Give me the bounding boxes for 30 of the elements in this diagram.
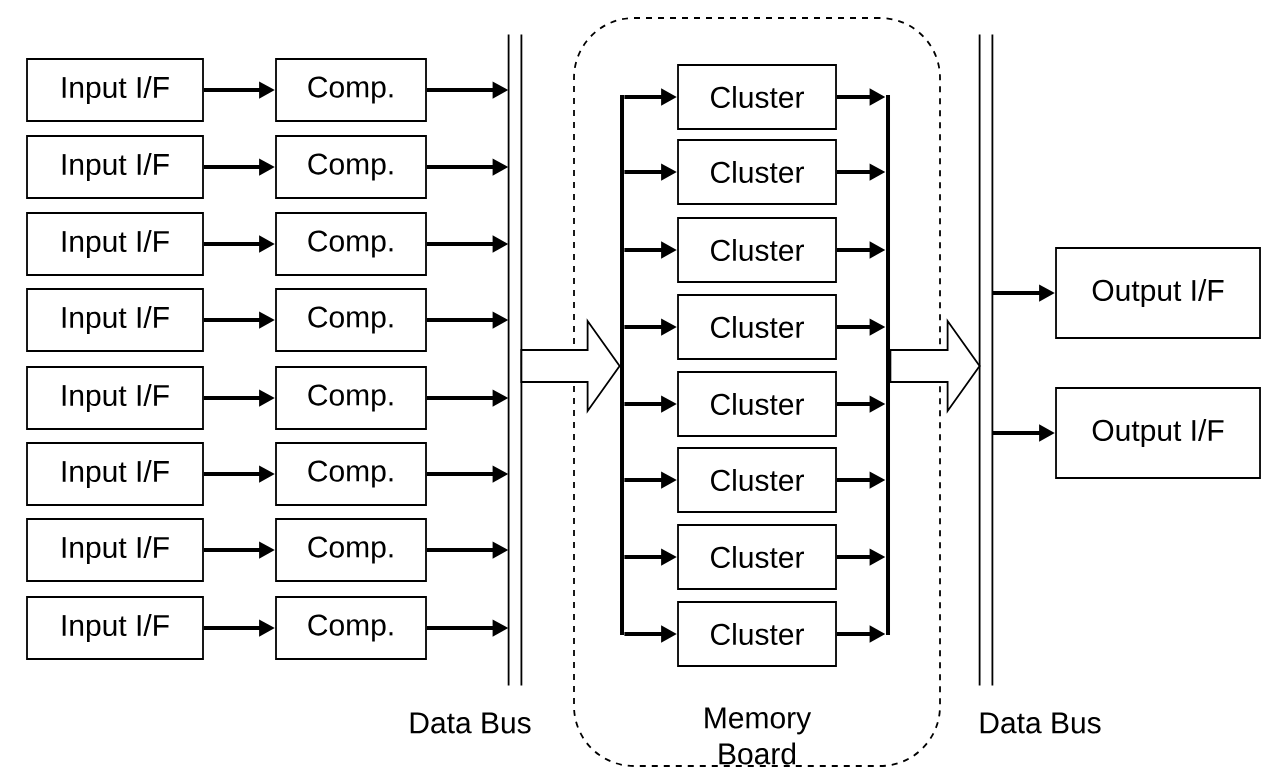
process-box: Comp. [275, 58, 427, 122]
process-box: Output I/F [1055, 387, 1261, 479]
cluster-box: Cluster [677, 294, 837, 360]
cluster-box: Cluster [677, 64, 837, 130]
process-box: Input I/F [26, 212, 204, 276]
process-box: Comp. [275, 518, 427, 582]
process-box: Input I/F [26, 288, 204, 352]
process-box: Comp. [275, 596, 427, 660]
process-box: Output I/F [1055, 247, 1261, 339]
process-box: Input I/F [26, 135, 204, 199]
process-box: Input I/F [26, 518, 204, 582]
cluster-box: Cluster [677, 217, 837, 283]
process-box: Input I/F [26, 596, 204, 660]
cluster-box: Cluster [677, 371, 837, 437]
hollow-arrow [889, 318, 981, 414]
process-box: Input I/F [26, 442, 204, 506]
distribution-bar [620, 95, 624, 635]
process-box: Input I/F [26, 366, 204, 430]
cluster-box: Cluster [677, 447, 837, 513]
process-box: Comp. [275, 212, 427, 276]
cluster-box: Cluster [677, 524, 837, 590]
process-box: Comp. [275, 442, 427, 506]
process-box: Input I/F [26, 58, 204, 122]
hollow-arrow [520, 318, 621, 414]
distribution-bar [886, 95, 890, 635]
cluster-box: Cluster [677, 139, 837, 205]
process-box: Comp. [275, 366, 427, 430]
cluster-box: Cluster [677, 601, 837, 667]
process-box: Comp. [275, 135, 427, 199]
process-box: Comp. [275, 288, 427, 352]
